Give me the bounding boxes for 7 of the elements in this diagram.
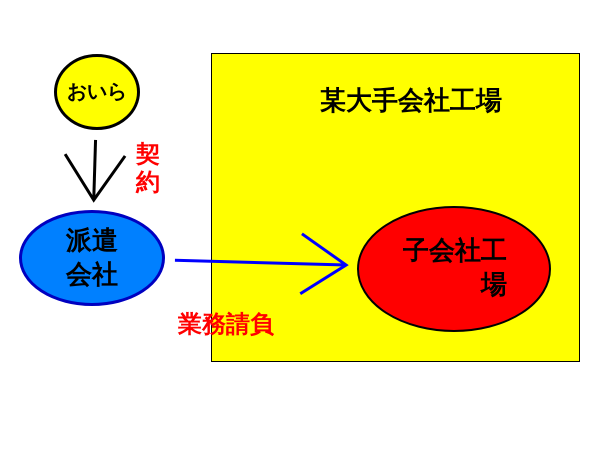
node-label: おいら	[66, 78, 128, 105]
arrow	[64, 140, 127, 202]
node-label: 子会社工場	[402, 235, 507, 302]
arrow	[174, 232, 348, 296]
edge-label: 契約	[136, 140, 161, 196]
node-label: 派遣会社	[64, 225, 119, 292]
area-title: 某大手会社工場	[319, 85, 502, 118]
